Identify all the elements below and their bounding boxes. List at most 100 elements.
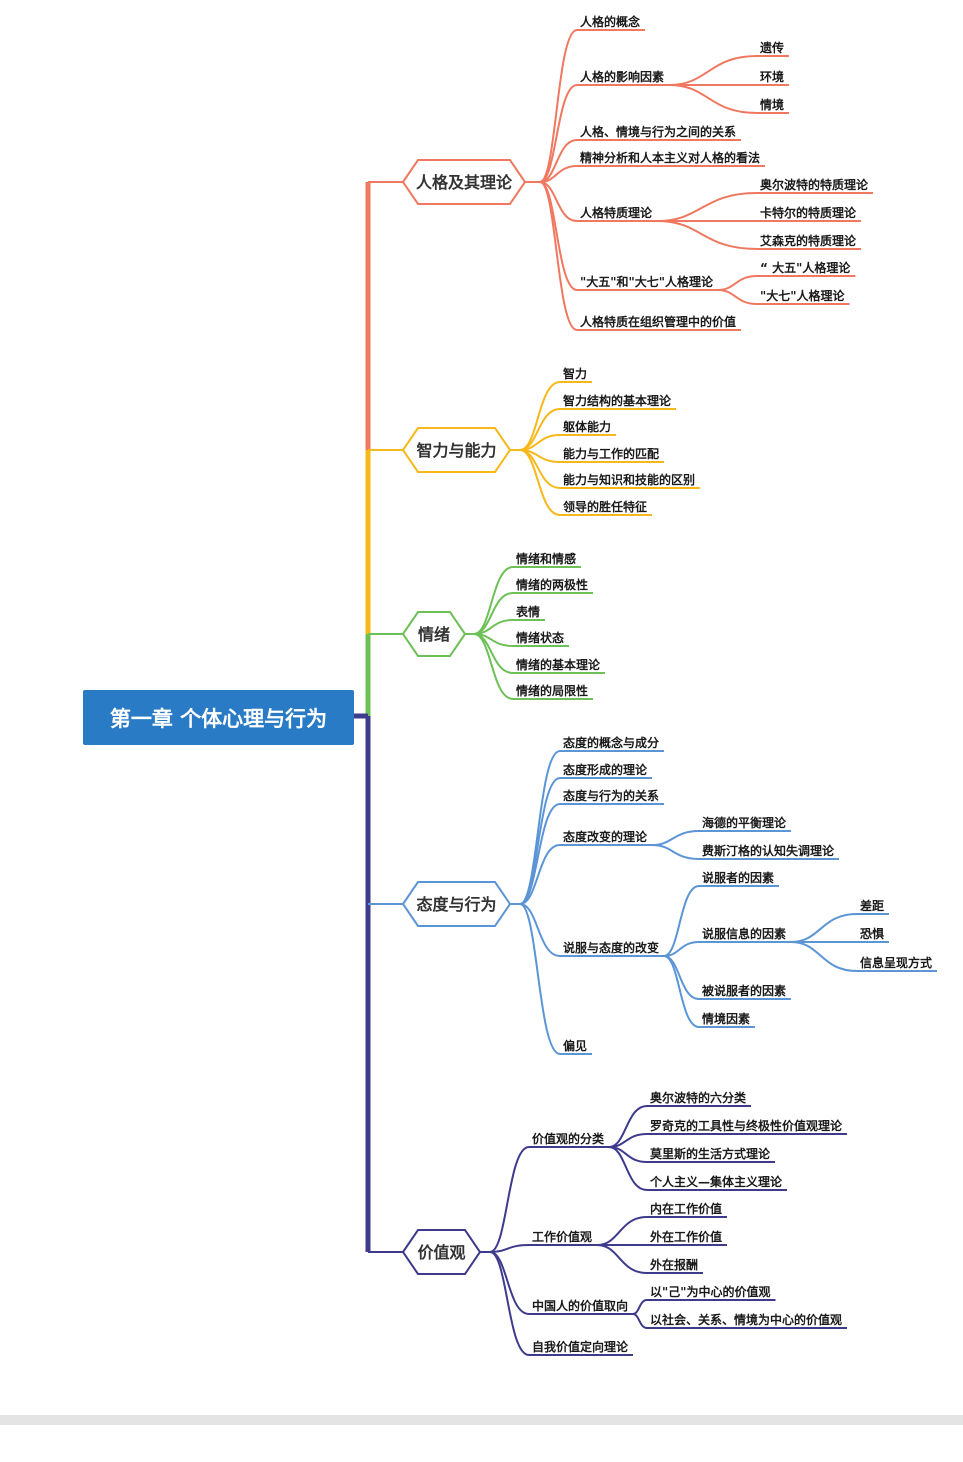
branch-1-topic-label: 人格及其理论 xyxy=(416,173,513,192)
branch-5-topic-label: 价值观 xyxy=(417,1243,465,1262)
node-1-2-1-label[interactable]: 遗传 xyxy=(759,40,784,55)
node-4-6-label[interactable]: 偏见 xyxy=(563,1038,587,1053)
node-1-1-label[interactable]: 人格的概念 xyxy=(580,14,640,29)
node-5-2-label[interactable]: 工作价值观 xyxy=(532,1229,592,1244)
node-2-1-label[interactable]: 智力 xyxy=(562,366,587,381)
branch-2-topic-label: 智力与能力 xyxy=(416,441,496,460)
node-4-5-2-3-label[interactable]: 信息呈现方式 xyxy=(860,955,932,970)
node-5-2-3-label[interactable]: 外在报酬 xyxy=(650,1257,698,1272)
node-5-1-connector xyxy=(489,1146,530,1253)
node-1-2-3-label[interactable]: 情境 xyxy=(760,97,784,112)
node-1-6-1-label[interactable]: “ 大五"人格理论 xyxy=(760,260,851,275)
node-4-1-label[interactable]: 态度的概念与成分 xyxy=(563,735,659,750)
node-4-4-1-connector xyxy=(651,830,700,846)
node-4-5-2-connector xyxy=(663,941,700,957)
node-4-3-connector xyxy=(519,803,561,905)
node-4-4-1-label[interactable]: 海德的平衡理论 xyxy=(702,815,787,830)
node-2-6-connector xyxy=(519,449,561,516)
node-1-2-label[interactable]: 人格的影响因素 xyxy=(580,69,664,84)
node-2-6-label[interactable]: 领导的胜任特征 xyxy=(563,499,647,514)
node-1-7-connector xyxy=(539,181,578,331)
node-4-5-2-1-label[interactable]: 差距 xyxy=(859,898,884,913)
node-4-5-2-label[interactable]: 说服信息的因素 xyxy=(702,926,786,941)
node-4-4-connector xyxy=(519,844,561,905)
node-3-4-label[interactable]: 情绪状态 xyxy=(516,630,564,645)
branch-4-topic-label: 态度与行为 xyxy=(416,895,496,914)
node-4-5-1-connector xyxy=(663,885,700,957)
node-1-7-label[interactable]: 人格特质在组织管理中的价值 xyxy=(580,314,736,329)
node-5-2-1-connector xyxy=(596,1216,648,1246)
node-2-5-connector xyxy=(519,449,561,489)
branch-3-topic-label: 情绪 xyxy=(418,625,450,644)
node-5-1-2-label[interactable]: 罗奇克的工具性与终极性价值观理论 xyxy=(650,1118,843,1133)
node-1-5-2-label[interactable]: 卡特尔的特质理论 xyxy=(760,205,857,220)
node-1-5-1-connector xyxy=(657,192,758,222)
node-1-5-3-connector xyxy=(657,220,758,250)
node-3-2-connector xyxy=(473,592,514,635)
node-4-5-label[interactable]: 说服与态度的改变 xyxy=(563,940,659,955)
node-3-6-connector xyxy=(473,633,514,700)
node-4-5-3-label[interactable]: 被说服者的因素 xyxy=(702,983,786,998)
node-5-3-label[interactable]: 中国人的价值取向 xyxy=(532,1298,628,1313)
node-5-1-label[interactable]: 价值观的分类 xyxy=(532,1131,605,1146)
branch-5: 价值观 价值观的分类 奥尔波特的六分类罗奇克的工具性与终极性价值观理论莫里斯的生活方… xyxy=(368,1090,848,1356)
node-5-1-4-connector xyxy=(608,1146,648,1191)
node-4-5-2-1-connector xyxy=(790,913,858,943)
root-topic[interactable]: 第一章 个体心理与行为 xyxy=(83,690,354,745)
node-4-3-label[interactable]: 态度与行为的关系 xyxy=(563,788,659,803)
node-5-3-connector xyxy=(489,1251,530,1315)
node-5-3-1-connector xyxy=(632,1299,648,1315)
node-4-5-1-label[interactable]: 说服者的因素 xyxy=(702,870,774,885)
node-5-1-3-label[interactable]: 莫里斯的生活方式理论 xyxy=(650,1146,771,1161)
node-1-6-label[interactable]: "大五"和"大七"人格理论 xyxy=(580,274,714,289)
node-4-5-4-label[interactable]: 情境因素 xyxy=(702,1011,750,1026)
node-4-5-4-connector xyxy=(663,955,700,1028)
branch-2: 智力与能力 智力智力结构的基本理论躯体能力能力与工作的匹配能力与知识和技能的区别领… xyxy=(367,366,701,516)
node-1-2-2-label[interactable]: 环境 xyxy=(760,69,784,84)
node-1-5-1-label[interactable]: 奥尔波特的特质理论 xyxy=(760,177,869,192)
node-5-1-1-label[interactable]: 奥尔波特的六分类 xyxy=(650,1090,747,1105)
node-3-5-label[interactable]: 情绪的基本理论 xyxy=(516,657,601,672)
node-3-1-connector xyxy=(473,566,514,635)
node-4-5-2-2-label[interactable]: 恐惧 xyxy=(860,926,884,941)
node-5-1-1-connector xyxy=(608,1105,648,1148)
node-1-6-2-connector xyxy=(717,289,758,305)
node-4-2-connector xyxy=(519,777,561,905)
node-1-6-1-connector xyxy=(717,275,758,291)
node-1-4-label[interactable]: 精神分析和人本主义对人格的看法 xyxy=(580,150,760,165)
node-4-4-2-label[interactable]: 费斯汀格的认知失调理论 xyxy=(702,843,835,858)
node-3-6-label[interactable]: 情绪的局限性 xyxy=(516,683,588,698)
node-5-4-connector xyxy=(489,1251,530,1356)
node-5-1-4-label[interactable]: 个人主义—集体主义理论 xyxy=(649,1174,783,1189)
node-2-2-label[interactable]: 智力结构的基本理论 xyxy=(562,393,672,408)
root-topic-label: 第一章 个体心理与行为 xyxy=(109,706,328,731)
node-2-5-label[interactable]: 能力与知识和技能的区别 xyxy=(563,472,695,487)
node-1-5-label[interactable]: 人格特质理论 xyxy=(580,205,653,220)
node-5-2-2-label[interactable]: 外在工作价值 xyxy=(650,1229,722,1244)
horizontal-scrollbar-track[interactable] xyxy=(0,1415,963,1425)
node-3-2-label[interactable]: 情绪的两极性 xyxy=(516,577,588,592)
node-1-2-connector xyxy=(539,84,578,183)
node-5-3-1-label[interactable]: 以"己"为中心的价值观 xyxy=(650,1284,771,1299)
node-3-1-label[interactable]: 情绪和情感 xyxy=(516,551,576,566)
node-2-4-label[interactable]: 能力与工作的匹配 xyxy=(563,446,659,461)
node-4-4-2-connector xyxy=(651,844,700,860)
node-2-2-connector xyxy=(519,408,561,451)
node-1-3-label[interactable]: 人格、情境与行为之间的关系 xyxy=(580,124,736,139)
node-1-6-2-label[interactable]: "大七"人格理论 xyxy=(760,288,846,303)
node-4-4-label[interactable]: 态度改变的理论 xyxy=(563,829,648,844)
node-1-5-3-label[interactable]: 艾森克的特质理论 xyxy=(760,233,857,248)
node-1-4-connector xyxy=(539,165,578,183)
node-2-3-label[interactable]: 躯体能力 xyxy=(562,419,611,434)
node-5-4-label[interactable]: 自我价值定向理论 xyxy=(532,1339,629,1354)
node-5-2-1-label[interactable]: 内在工作价值 xyxy=(650,1201,722,1216)
node-3-3-label[interactable]: 表情 xyxy=(515,604,540,619)
node-5-2-connector xyxy=(489,1244,530,1253)
node-5-3-2-label[interactable]: 以社会、关系、情境为中心的价值观 xyxy=(650,1312,842,1327)
node-4-2-label[interactable]: 态度形成的理论 xyxy=(563,762,648,777)
node-1-2-1-connector xyxy=(669,55,758,86)
